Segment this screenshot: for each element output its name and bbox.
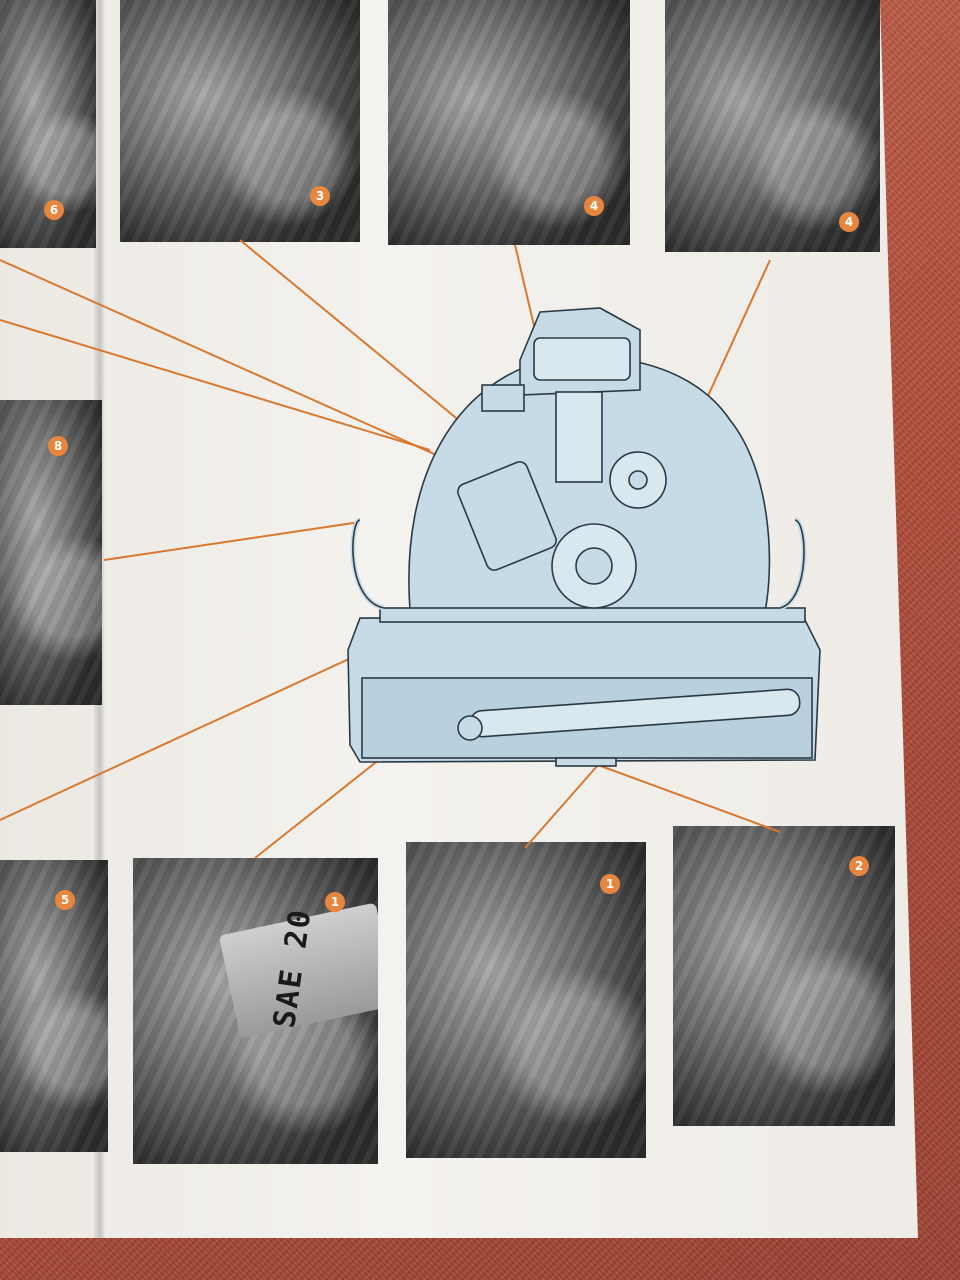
step-badge: 3	[310, 186, 330, 206]
engine-body	[347, 307, 821, 767]
step-badge: 1	[600, 874, 620, 894]
step-badge: 4	[839, 212, 859, 232]
photo-carburetor-pulley: 4	[388, 0, 630, 245]
photo-oil-fill: SAE 20 1	[133, 858, 378, 1164]
step-badge: 5	[55, 890, 75, 910]
step-badge: 2	[849, 856, 869, 876]
photo-oil-strainer: 2	[673, 826, 895, 1126]
step-badge: 6	[44, 200, 64, 220]
photo-oil-drain: 1	[406, 842, 646, 1158]
step-badge: 8	[48, 436, 68, 456]
photo-dynamo: 3	[120, 0, 360, 242]
photo-left-mid: 8	[0, 400, 102, 705]
step-badge: 1	[325, 892, 345, 912]
photo-fan-belt: 4	[665, 0, 880, 252]
photo-top-left: 6	[0, 0, 96, 248]
step-badge: 4	[584, 196, 604, 216]
photo-bottom-left: 5	[0, 860, 108, 1152]
